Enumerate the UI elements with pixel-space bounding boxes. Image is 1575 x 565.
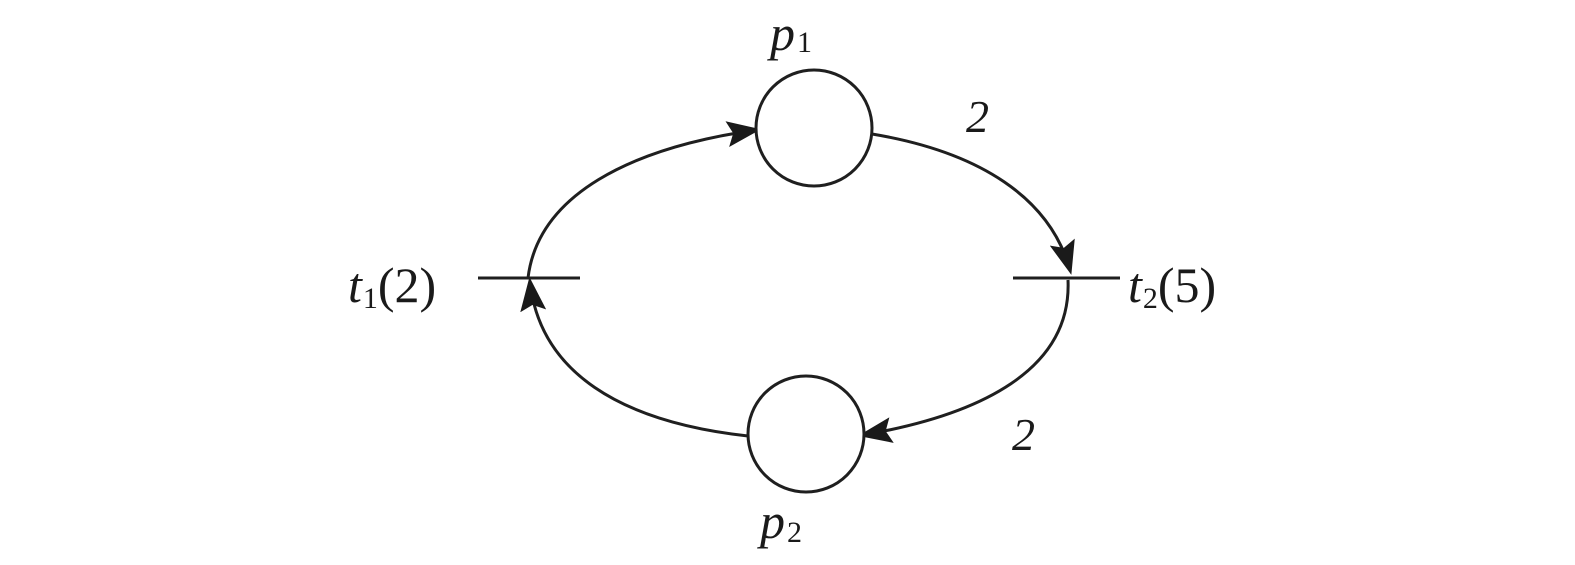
place-p1-name: p [767,5,795,61]
arc-p1-to-t2-weight: 2 [966,91,989,142]
place-p1-label: p1 [767,5,812,61]
arc-p2-to-t1 [520,277,749,438]
transition-t1-name: t [348,257,363,313]
place-p1-index: 1 [797,26,812,59]
arc-p1-to-t2 [871,132,1075,275]
place-p2-label: p2 [757,493,802,549]
transition-t2-param: (5) [1158,257,1216,313]
transition-t2-name: t [1128,257,1143,313]
place-p2-name: p [757,493,785,549]
place-p2-circle [746,374,866,494]
place-p2-index: 2 [787,516,802,549]
transition-t1-index: 1 [363,282,378,315]
transition-t1-label: t1(2) [348,257,436,315]
place-p1-circle [754,68,874,188]
transition-t1-param: (2) [378,257,436,313]
transition-t2-index: 2 [1143,282,1158,315]
transition-t2-label: t2(5) [1128,257,1216,315]
arc-t2-to-p2 [858,279,1070,443]
arc-t1-to-p1 [526,121,761,279]
arc-t2-to-p2-weight: 2 [1012,409,1035,460]
